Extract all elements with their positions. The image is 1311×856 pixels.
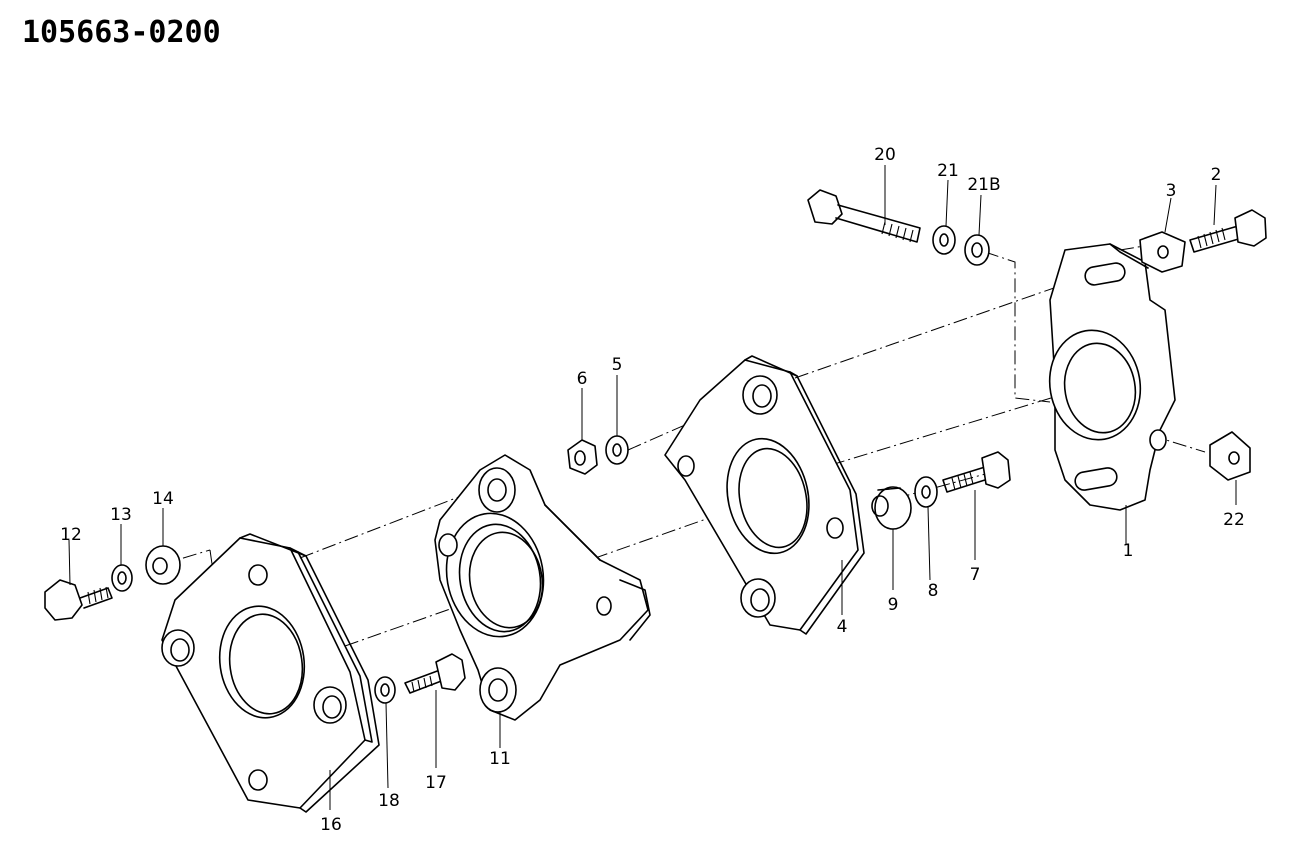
- part-13-lock-washer: [111, 564, 133, 592]
- label-part-17: 17: [425, 773, 447, 793]
- part-16-flange-plate: [161, 533, 380, 813]
- part-2-bolt: [1189, 209, 1267, 253]
- part-labels: 1 2 3 4 5 6 7 8 9 11 12 13 14 16 17 18 2…: [60, 145, 1245, 835]
- label-part-5: 5: [612, 355, 623, 375]
- label-part-6: 6: [577, 369, 588, 389]
- part-5-lock-washer: [605, 435, 629, 465]
- label-part-4: 4: [837, 617, 848, 637]
- part-3-plate-nut: [1139, 231, 1186, 273]
- label-part-11: 11: [489, 749, 511, 769]
- part-14-washer: [145, 545, 181, 585]
- diagram-title: 105663-0200: [22, 15, 221, 50]
- label-part-1: 1: [1123, 541, 1134, 561]
- label-part-22: 22: [1223, 510, 1245, 530]
- part-17-bolt: [404, 653, 466, 694]
- part-11-housing: [434, 454, 651, 721]
- part-1-bracket: [1048, 243, 1176, 511]
- part-18-washer: [374, 676, 396, 704]
- label-part-16: 16: [320, 815, 342, 835]
- part-9-spacer: [871, 486, 912, 530]
- label-part-20: 20: [874, 145, 896, 165]
- part-22-square-nut: [1209, 431, 1251, 481]
- leader-lines: [68, 165, 1237, 810]
- part-8-washer: [914, 476, 938, 508]
- label-part-13: 13: [110, 505, 132, 525]
- label-part-12: 12: [60, 525, 82, 545]
- label-part-18: 18: [378, 791, 400, 811]
- label-part-9: 9: [888, 595, 899, 615]
- part-12-bolt: [44, 579, 113, 621]
- part-4-adapter-plate: [664, 355, 865, 635]
- part-7-bolt: [942, 451, 1011, 493]
- part-21b-washer: [964, 234, 990, 266]
- label-part-21: 21: [937, 161, 959, 181]
- label-part-2: 2: [1211, 165, 1222, 185]
- label-part-3: 3: [1166, 181, 1177, 201]
- label-part-14: 14: [152, 489, 174, 509]
- label-part-8: 8: [928, 581, 939, 601]
- label-part-21b: 21B: [967, 175, 1000, 195]
- part-6-nut: [567, 439, 598, 475]
- label-part-7: 7: [970, 565, 981, 585]
- part-21-lock-washer: [932, 225, 956, 255]
- part-20-long-bolt: [807, 189, 921, 243]
